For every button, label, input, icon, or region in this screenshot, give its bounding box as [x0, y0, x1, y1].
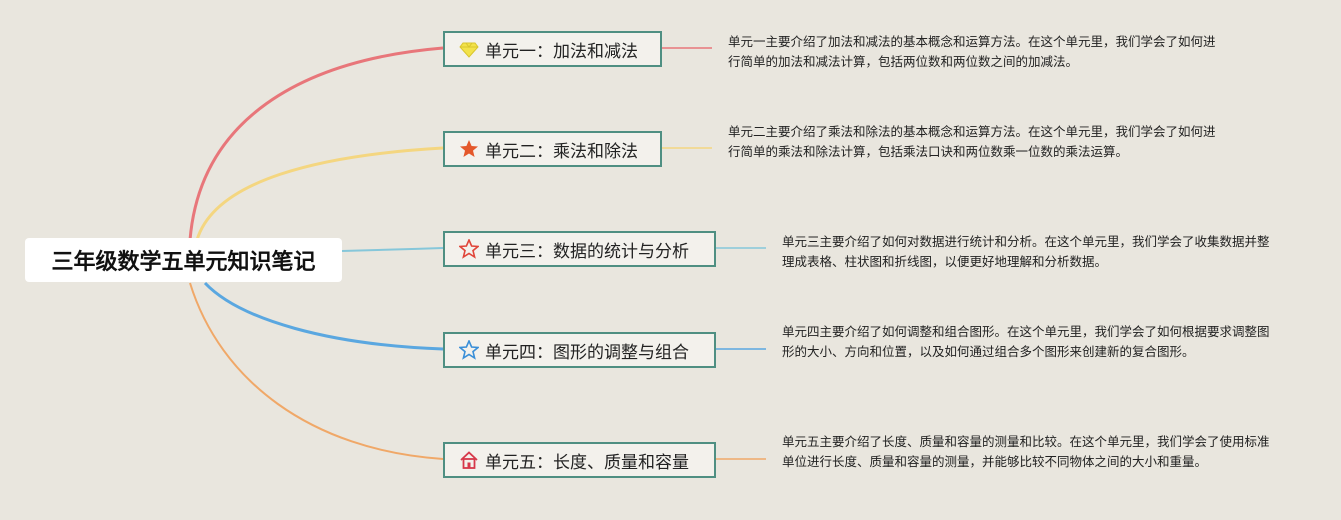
connector-unit-5 [189, 282, 444, 460]
gem-icon [459, 39, 479, 59]
star-outline-red-icon [459, 239, 479, 259]
branch-label: 单元五：长度、质量和容量 [485, 452, 689, 473]
star-outline-blue-icon [459, 340, 479, 360]
branch-label: 单元一：加法和减法 [485, 41, 638, 62]
branch-unit-5[interactable]: 单元五：长度、质量和容量 [443, 442, 716, 478]
unit-3-description: 单元三主要介绍了如何对数据进行统计和分析。在这个单元里，我们学会了收集数据并整理… [782, 234, 1270, 269]
house-icon [459, 450, 479, 470]
star-filled-icon [459, 139, 479, 159]
connector-unit-4 [203, 281, 444, 351]
branch-label: 单元三：数据的统计与分析 [485, 241, 689, 262]
branch-unit-2[interactable]: 单元二：乘法和除法 [443, 131, 662, 167]
unit-5-description: 单元五主要介绍了长度、质量和容量的测量和比较。在这个单元里，我们学会了使用标准单… [782, 434, 1270, 469]
unit-2-description: 单元二主要介绍了乘法和除法的基本概念和运算方法。在这个单元里，我们学会了如何进行… [728, 124, 1216, 159]
root-title: 三年级数学五单元知识笔记 [51, 250, 316, 275]
connector-unit-1 [188, 46, 444, 241]
unit-4-description: 单元四主要介绍了如何调整和组合图形。在这个单元里，我们学会了如何根据要求调整图形… [782, 324, 1270, 359]
connector-unit-3 [341, 247, 444, 252]
branch-unit-4[interactable]: 单元四：图形的调整与组合 [443, 332, 716, 368]
root-topic[interactable]: 三年级数学五单元知识笔记 [25, 238, 342, 282]
branch-unit-3[interactable]: 单元三：数据的统计与分析 [443, 231, 716, 267]
branch-label: 单元二：乘法和除法 [485, 141, 638, 162]
branch-label: 单元四：图形的调整与组合 [485, 342, 689, 363]
connector-unit-2 [195, 146, 444, 241]
unit-1-description: 单元一主要介绍了加法和减法的基本概念和运算方法。在这个单元里，我们学会了如何进行… [728, 34, 1216, 69]
branch-unit-1[interactable]: 单元一：加法和减法 [443, 31, 662, 67]
